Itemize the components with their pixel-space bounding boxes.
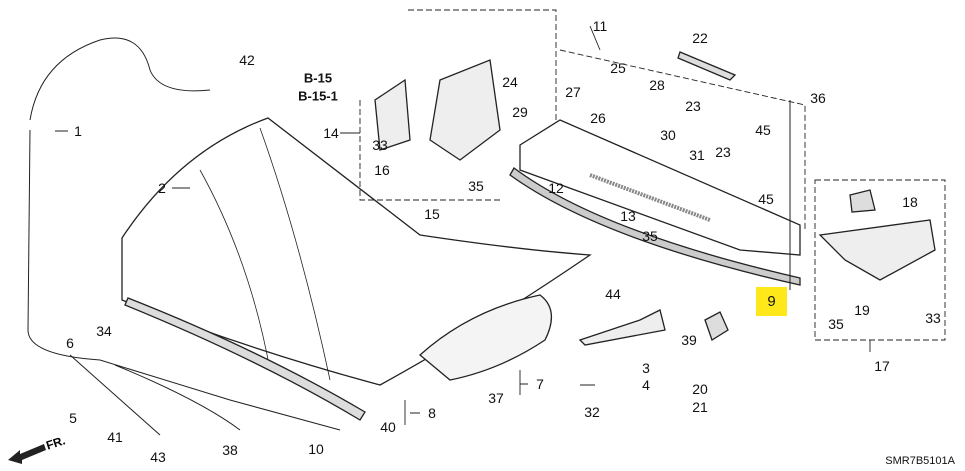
front-arrow-icon (8, 444, 46, 464)
callout-20: 20 (692, 381, 708, 397)
callout-33b: 33 (925, 310, 941, 326)
callout-23b: 23 (715, 144, 731, 160)
callout-37: 37 (488, 390, 504, 406)
callout-13: 13 (620, 208, 636, 224)
insulator (419, 294, 552, 381)
callout-24: 24 (502, 74, 518, 90)
callout-18: 18 (902, 194, 918, 210)
callout-35b: 35 (642, 228, 658, 244)
callout-11: 11 (592, 18, 608, 34)
callout-5: 5 (69, 410, 77, 426)
cowl-seal (509, 167, 801, 286)
callout-4: 4 (642, 377, 650, 393)
callout-36: 36 (810, 90, 826, 106)
callout-19: 19 (854, 302, 870, 318)
callout-45: 45 (755, 122, 771, 138)
callout-38: 38 (222, 442, 238, 458)
callout-30: 30 (660, 127, 676, 143)
callout-39: 39 (681, 332, 697, 348)
drawing-code: SMR7B5101A (885, 455, 955, 467)
callout-41: 41 (107, 429, 123, 445)
front-direction-indicator: FR. (6, 433, 67, 471)
reference-b15[interactable]: B-15 (303, 70, 333, 86)
hood-hinge-right (818, 219, 936, 281)
callout-35c: 35 (828, 316, 844, 332)
hood-hinge (429, 59, 501, 161)
callout-31: 31 (689, 147, 705, 163)
callout-6: 6 (66, 335, 74, 351)
reference-b15-1[interactable]: B-15-1 (298, 88, 338, 104)
callout-43: 43 (150, 449, 166, 465)
callout-14: 14 (323, 125, 339, 141)
callout-10: 10 (308, 441, 324, 457)
release-cable (27, 37, 341, 431)
callout-15: 15 (424, 206, 440, 222)
callout-3: 3 (642, 360, 650, 376)
cowl-top (519, 119, 801, 256)
callout-23: 23 (685, 98, 701, 114)
callout-7: 7 (536, 376, 544, 392)
callout-29: 29 (512, 104, 528, 120)
callout-22: 22 (692, 30, 708, 46)
callout-16: 16 (374, 162, 390, 178)
callout-44: 44 (605, 286, 621, 302)
callout-28: 28 (649, 77, 665, 93)
callout-27: 27 (565, 84, 581, 100)
callout-34: 34 (96, 323, 112, 339)
callout-32: 32 (584, 404, 600, 420)
callout-42: 42 (239, 52, 255, 68)
callout-35: 35 (468, 178, 484, 194)
hood-seal (124, 297, 366, 421)
callout-40: 40 (380, 419, 396, 435)
callout-26: 26 (590, 110, 606, 126)
callout-21: 21 (692, 399, 708, 415)
callout-33: 33 (372, 137, 388, 153)
callout-8: 8 (428, 405, 436, 421)
callout-9-highlighted[interactable]: 9 (756, 287, 787, 316)
callout-25: 25 (610, 60, 626, 76)
callout-1: 1 (74, 123, 82, 139)
callout-45b: 45 (758, 191, 774, 207)
callout-2: 2 (158, 180, 166, 196)
callout-12: 12 (548, 180, 564, 196)
callout-17: 17 (874, 358, 890, 374)
